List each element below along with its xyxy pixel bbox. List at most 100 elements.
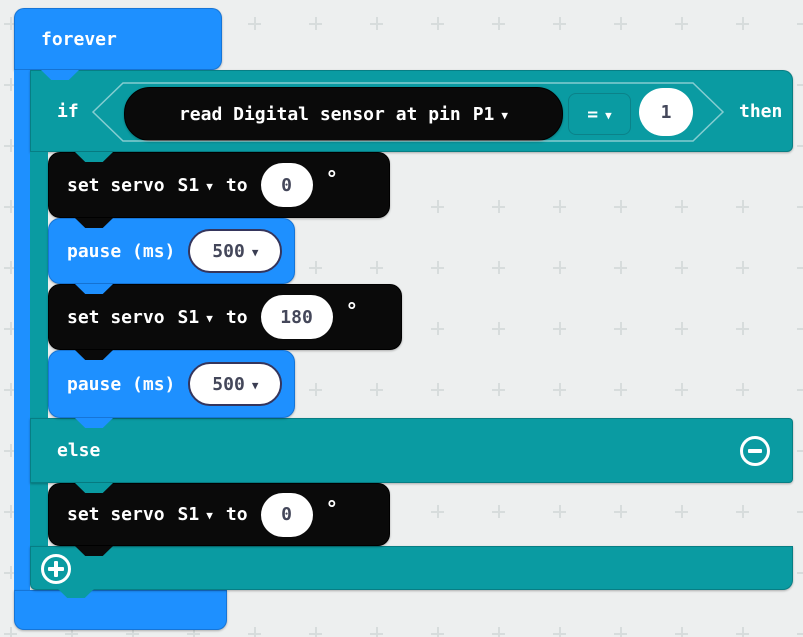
angle-value: 0 [281, 504, 292, 525]
grid-plus-mark [431, 322, 444, 335]
servo-dropdown[interactable]: S1 ▼ [178, 175, 213, 196]
operator-dropdown[interactable]: = ▼ [568, 93, 631, 135]
forever-block-spine[interactable] [14, 70, 30, 590]
grid-plus-mark [248, 627, 261, 637]
grid-plus-mark [797, 383, 803, 396]
grid-plus-mark [370, 383, 383, 396]
grid-plus-mark [492, 17, 505, 30]
servo-value: S1 [177, 306, 200, 328]
grid-plus-mark [248, 17, 261, 30]
grid-plus-mark [736, 383, 749, 396]
grid-plus-mark [4, 322, 17, 335]
grid-plus-mark [431, 505, 444, 518]
pause-label: pause (ms) [67, 240, 176, 262]
grid-plus-mark [614, 200, 627, 213]
grid-plus-mark [675, 627, 688, 637]
pause-block-2[interactable]: pause (ms) 500 ▼ [48, 350, 295, 418]
grid-plus-mark [797, 444, 803, 457]
grid-plus-mark [675, 322, 688, 335]
else-bar[interactable]: else [30, 418, 793, 483]
if-block-header[interactable]: if read Digital sensor at pin P1 ▼ = ▼ 1… [30, 70, 793, 152]
duration-value: 500 [212, 373, 245, 395]
grid-plus-mark [4, 200, 17, 213]
angle-value: 180 [280, 306, 313, 328]
comparison-value-field[interactable]: 1 [639, 88, 693, 136]
servo-dropdown[interactable]: S1 ▼ [178, 504, 213, 525]
grid-plus-mark [797, 78, 803, 91]
grid-plus-mark [309, 627, 322, 637]
angle-field[interactable]: 180 [260, 295, 333, 339]
duration-dropdown[interactable]: 500 ▼ [188, 362, 283, 406]
grid-plus-mark [4, 383, 17, 396]
set-servo-block-2[interactable]: set servo S1 ▼ to 180 ° [48, 284, 402, 350]
pause-block-1[interactable]: pause (ms) 500 ▼ [48, 218, 295, 284]
grid-plus-mark [736, 17, 749, 30]
operator-value: = [587, 103, 599, 125]
connector-tab [75, 284, 113, 294]
angle-field[interactable]: 0 [260, 492, 313, 537]
grid-plus-mark [614, 322, 627, 335]
else-label: else [57, 440, 101, 461]
grid-plus-mark [4, 261, 17, 274]
grid-plus-mark [614, 627, 627, 637]
dropdown-arrow-icon: ▼ [251, 378, 259, 392]
grid-plus-mark [431, 261, 444, 274]
grid-plus-mark [492, 627, 505, 637]
add-branch-icon[interactable] [41, 554, 71, 584]
read-digital-sensor-reporter[interactable]: read Digital sensor at pin P1 ▼ [124, 87, 563, 141]
to-label: to [225, 504, 248, 525]
grid-plus-mark [736, 505, 749, 518]
plus-icon [48, 561, 64, 577]
grid-plus-mark [736, 200, 749, 213]
forever-block-header[interactable]: forever [14, 8, 222, 70]
degree-unit: ° [325, 167, 339, 191]
grid-plus-mark [4, 444, 17, 457]
collapse-else-icon[interactable] [740, 436, 770, 466]
servo-value: S1 [177, 504, 200, 525]
set-servo-block-1[interactable]: set servo S1 ▼ to 0 ° [48, 152, 390, 218]
grid-plus-mark [370, 261, 383, 274]
pause-label: pause (ms) [67, 373, 176, 395]
servo-dropdown[interactable]: S1 ▼ [178, 307, 213, 328]
grid-plus-mark [797, 505, 803, 518]
grid-plus-mark [492, 383, 505, 396]
forever-label: forever [41, 28, 117, 50]
angle-field[interactable]: 0 [260, 163, 313, 207]
grid-plus-mark [309, 17, 322, 30]
angle-value: 0 [281, 174, 292, 196]
minus-icon [748, 449, 762, 453]
pin-value: P1 [472, 103, 495, 125]
dropdown-arrow-icon: ▼ [206, 179, 213, 193]
grid-plus-mark [797, 17, 803, 30]
connector-tab [75, 218, 113, 228]
reporter-label: read Digital sensor at pin [178, 103, 461, 125]
grid-plus-mark [431, 200, 444, 213]
grid-plus-mark [553, 505, 566, 518]
grid-plus-mark [675, 17, 688, 30]
grid-plus-mark [553, 322, 566, 335]
grid-plus-mark [614, 505, 627, 518]
if-block-bottom[interactable] [30, 546, 793, 590]
grid-plus-mark [492, 261, 505, 274]
grid-plus-mark [553, 17, 566, 30]
duration-dropdown[interactable]: 500 ▼ [188, 229, 283, 273]
pin-dropdown[interactable]: P1 ▼ [473, 104, 508, 125]
set-servo-block-3[interactable]: set servo S1 ▼ to 0 ° [48, 483, 390, 546]
grid-plus-mark [614, 261, 627, 274]
grid-plus-mark [675, 383, 688, 396]
grid-plus-mark [797, 322, 803, 335]
set-servo-label: set servo [67, 504, 165, 525]
degree-unit: ° [345, 299, 359, 323]
grid-plus-mark [553, 627, 566, 637]
forever-block-bottom[interactable] [14, 590, 227, 630]
dropdown-arrow-icon: ▼ [251, 245, 259, 259]
grid-plus-mark [553, 383, 566, 396]
if-block-spine[interactable] [30, 152, 48, 546]
grid-plus-mark [797, 566, 803, 579]
dropdown-arrow-icon: ▼ [206, 311, 213, 325]
to-label: to [225, 306, 248, 328]
grid-plus-mark [126, 627, 139, 637]
set-servo-label: set servo [67, 174, 165, 196]
grid-plus-mark [736, 627, 749, 637]
grid-plus-mark [4, 139, 17, 152]
